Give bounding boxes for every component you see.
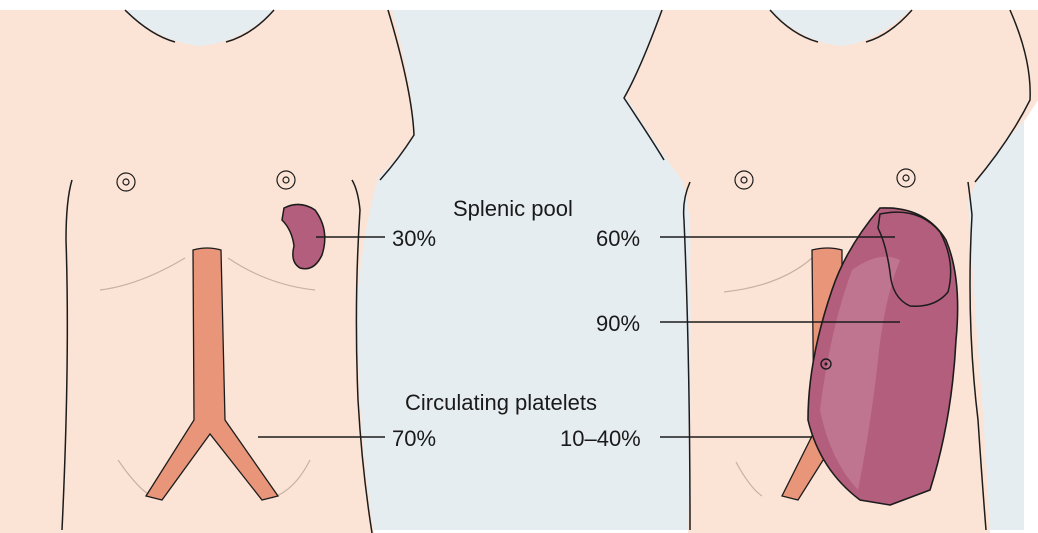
normal-circulating-percent: 70% (392, 428, 436, 450)
massive-splenic-percent: 90% (596, 313, 640, 335)
splenic-pool-heading: Splenic pool (453, 198, 573, 220)
enlarged-circulating-percent: 10–40% (560, 428, 641, 450)
circulating-platelets-heading: Circulating platelets (405, 392, 597, 414)
normal-splenic-percent: 30% (392, 228, 436, 250)
moderate-splenic-percent: 60% (596, 228, 640, 250)
normal-torso (0, 10, 414, 533)
